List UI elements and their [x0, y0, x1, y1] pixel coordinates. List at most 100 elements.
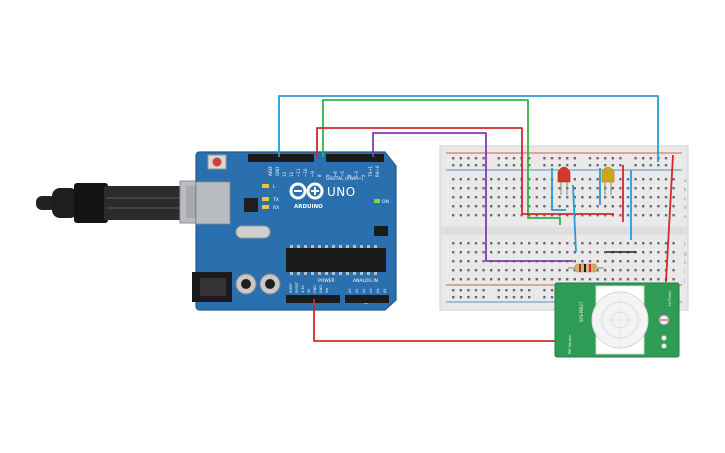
breadboard-hole[interactable]	[520, 214, 523, 217]
breadboard-hole[interactable]	[558, 164, 561, 167]
breadboard-hole[interactable]	[604, 196, 607, 199]
breadboard-hole[interactable]	[452, 251, 455, 254]
breadboard-hole[interactable]	[474, 251, 478, 254]
breadboard-hole[interactable]	[528, 164, 531, 167]
breadboard-hole[interactable]	[558, 242, 561, 245]
breadboard-hole[interactable]	[482, 269, 485, 272]
breadboard-hole[interactable]	[626, 278, 630, 281]
breadboard-hole[interactable]	[642, 251, 645, 254]
breadboard-hole[interactable]	[535, 187, 538, 190]
breadboard-hole[interactable]	[596, 278, 599, 281]
breadboard-hole[interactable]	[619, 164, 622, 167]
breadboard-hole[interactable]	[566, 278, 569, 281]
breadboard-hole[interactable]	[588, 214, 592, 217]
breadboard-hole[interactable]	[596, 251, 599, 254]
breadboard-hole[interactable]	[642, 157, 645, 160]
breadboard-hole[interactable]	[619, 278, 622, 281]
breadboard-hole[interactable]	[467, 214, 470, 217]
breadboard-hole[interactable]	[664, 205, 668, 208]
breadboard-hole[interactable]	[566, 269, 569, 272]
breadboard-hole[interactable]	[588, 205, 592, 208]
breadboard-hole[interactable]	[558, 251, 561, 254]
breadboard-hole[interactable]	[596, 164, 599, 167]
breadboard-hole[interactable]	[512, 296, 516, 299]
breadboard-hole[interactable]	[581, 278, 584, 281]
breadboard-hole[interactable]	[474, 157, 478, 160]
breadboard-hole[interactable]	[626, 178, 630, 181]
breadboard-hole[interactable]	[467, 289, 470, 292]
breadboard-hole[interactable]	[543, 242, 546, 245]
breadboard-hole[interactable]	[573, 196, 576, 199]
breadboard-hole[interactable]	[528, 269, 531, 272]
breadboard-hole[interactable]	[657, 178, 660, 181]
breadboard-hole[interactable]	[626, 242, 630, 245]
breadboard-hole[interactable]	[497, 178, 500, 181]
breadboard-hole[interactable]	[482, 178, 485, 181]
breadboard-hole[interactable]	[619, 196, 622, 199]
breadboard-hole[interactable]	[634, 157, 637, 160]
breadboard-hole[interactable]	[482, 214, 485, 217]
breadboard-hole[interactable]	[657, 164, 660, 167]
breadboard-hole[interactable]	[642, 164, 645, 167]
breadboard-hole[interactable]	[512, 251, 516, 254]
breadboard-hole[interactable]	[642, 214, 645, 217]
breadboard-hole[interactable]	[649, 242, 652, 245]
breadboard-hole[interactable]	[558, 278, 561, 281]
breadboard-hole[interactable]	[497, 278, 500, 281]
breadboard-hole[interactable]	[649, 214, 652, 217]
breadboard-hole[interactable]	[482, 187, 485, 190]
breadboard-hole[interactable]	[573, 187, 576, 190]
breadboard-hole[interactable]	[490, 178, 493, 181]
breadboard-hole[interactable]	[467, 269, 470, 272]
breadboard-hole[interactable]	[649, 196, 652, 199]
breadboard-hole[interactable]	[611, 278, 614, 281]
breadboard-hole[interactable]	[664, 187, 668, 190]
breadboard-hole[interactable]	[512, 196, 516, 199]
breadboard-hole[interactable]	[467, 242, 470, 245]
breadboard-hole[interactable]	[672, 260, 675, 263]
breadboard-hole[interactable]	[619, 214, 622, 217]
breadboard-hole[interactable]	[528, 251, 531, 254]
breadboard-hole[interactable]	[512, 205, 516, 208]
breadboard-hole[interactable]	[566, 164, 569, 167]
breadboard-hole[interactable]	[497, 269, 500, 272]
breadboard-hole[interactable]	[588, 157, 592, 160]
breadboard-hole[interactable]	[604, 164, 607, 167]
breadboard-hole[interactable]	[505, 214, 508, 217]
breadboard-hole[interactable]	[550, 269, 554, 272]
breadboard-hole[interactable]	[573, 269, 576, 272]
breadboard-hole[interactable]	[550, 164, 554, 167]
breadboard-hole[interactable]	[581, 242, 584, 245]
breadboard-hole[interactable]	[543, 178, 546, 181]
breadboard-hole[interactable]	[611, 260, 614, 263]
breadboard-hole[interactable]	[512, 187, 516, 190]
breadboard-hole[interactable]	[452, 187, 455, 190]
breadboard-hole[interactable]	[588, 260, 592, 263]
breadboard-hole[interactable]	[528, 296, 531, 299]
breadboard-hole[interactable]	[619, 260, 622, 263]
breadboard-hole[interactable]	[642, 242, 645, 245]
breadboard-hole[interactable]	[482, 278, 485, 281]
breadboard-hole[interactable]	[672, 269, 675, 272]
breadboard-hole[interactable]	[452, 289, 455, 292]
breadboard-hole[interactable]	[497, 214, 500, 217]
breadboard-hole[interactable]	[573, 157, 576, 160]
breadboard-hole[interactable]	[604, 214, 607, 217]
breadboard-hole[interactable]	[588, 278, 592, 281]
reset-button[interactable]	[212, 157, 222, 167]
breadboard-hole[interactable]	[528, 187, 531, 190]
breadboard-hole[interactable]	[672, 242, 675, 245]
breadboard-hole[interactable]	[490, 242, 493, 245]
breadboard-hole[interactable]	[550, 214, 554, 217]
breadboard-hole[interactable]	[452, 164, 455, 167]
breadboard-hole[interactable]	[657, 205, 660, 208]
breadboard-hole[interactable]	[642, 260, 645, 263]
breadboard-hole[interactable]	[459, 278, 462, 281]
breadboard-hole[interactable]	[474, 278, 478, 281]
breadboard-hole[interactable]	[459, 242, 462, 245]
breadboard-hole[interactable]	[482, 251, 485, 254]
breadboard-hole[interactable]	[573, 251, 576, 254]
breadboard-hole[interactable]	[474, 178, 478, 181]
breadboard-hole[interactable]	[467, 296, 470, 299]
breadboard-hole[interactable]	[543, 196, 546, 199]
